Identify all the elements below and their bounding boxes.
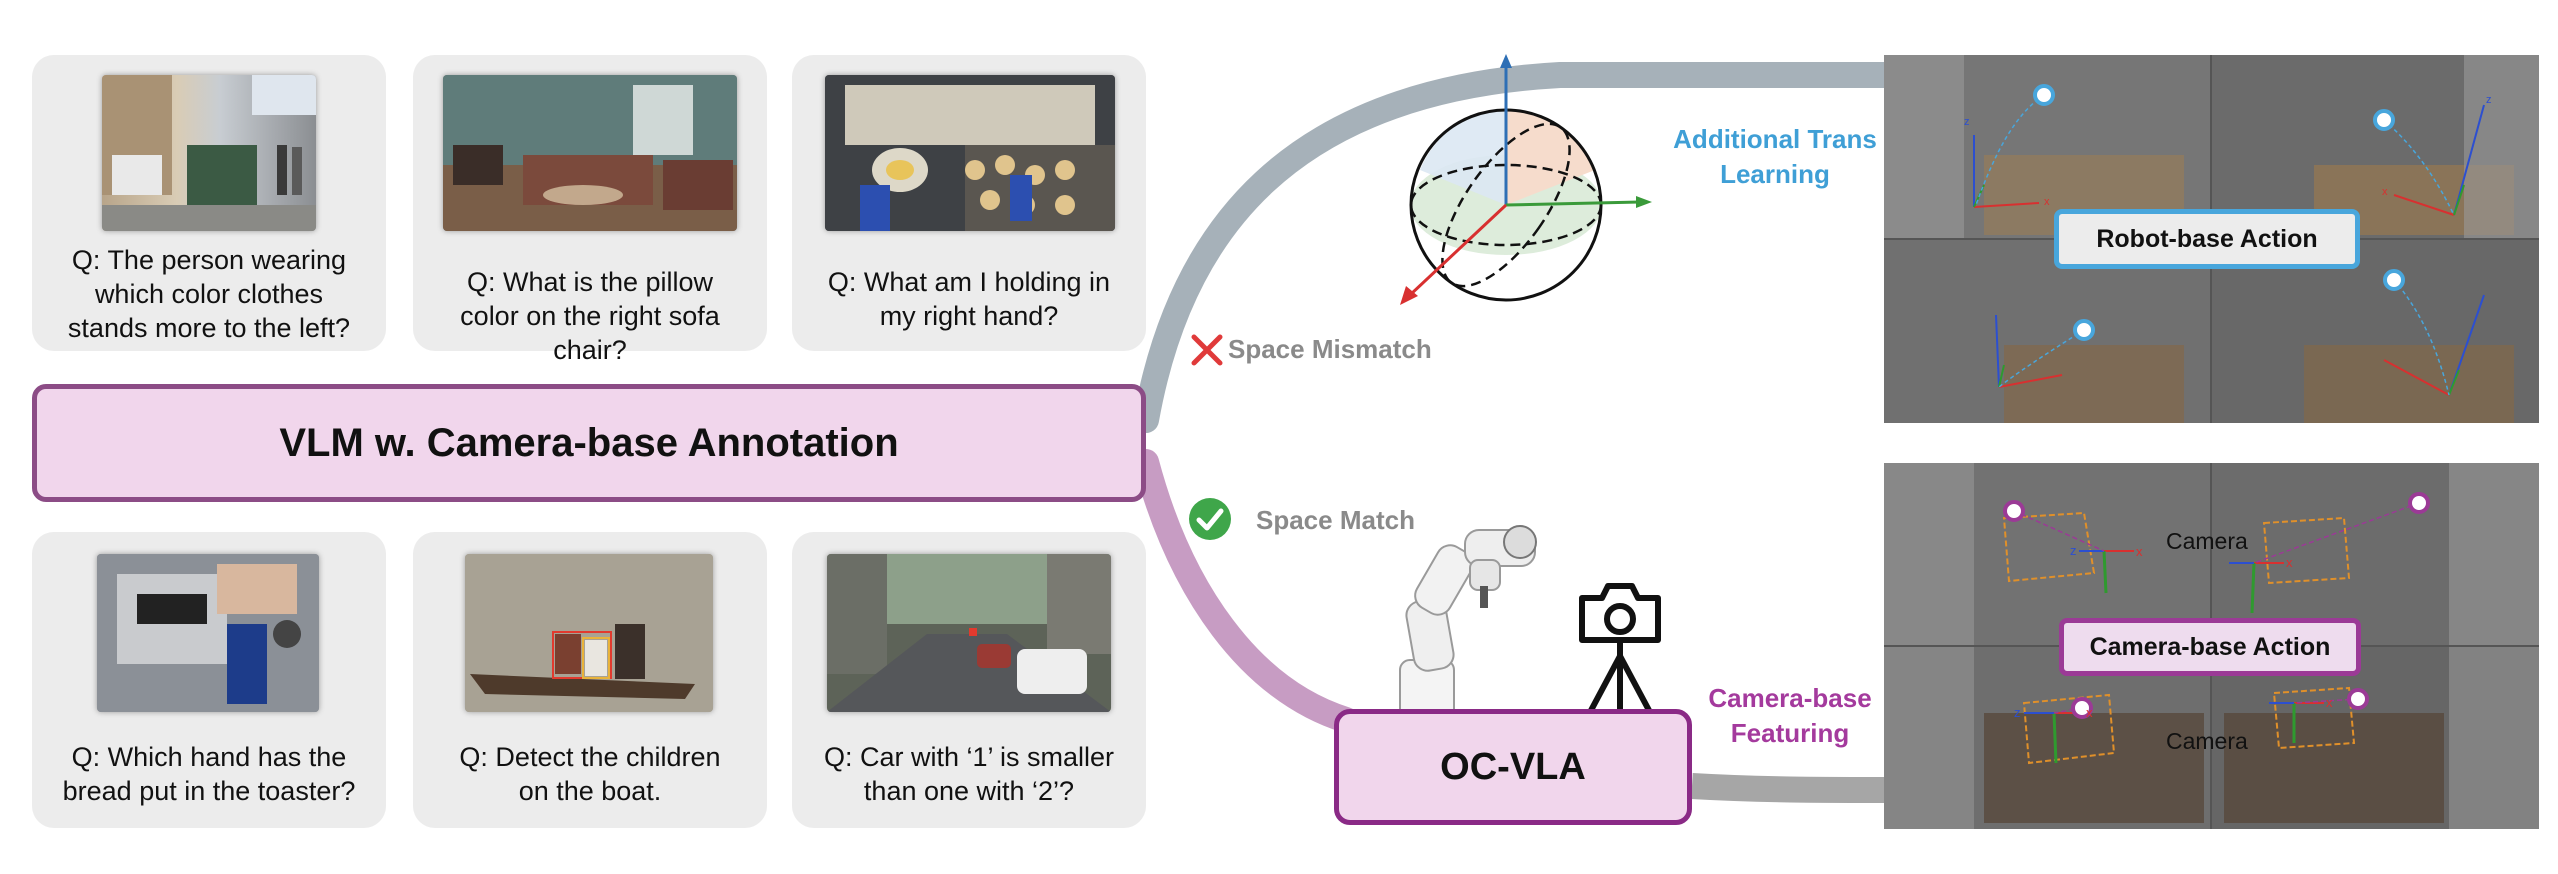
axis-x-label-4: x bbox=[2286, 555, 2293, 570]
camera-base-scene: x z x x z x bbox=[1884, 463, 2539, 829]
camera-base-featuring-label: Camera-base Featuring bbox=[1680, 681, 1900, 751]
street-image bbox=[102, 75, 316, 231]
axis-z-label-1: z bbox=[1964, 116, 1970, 128]
axis-set-3 bbox=[1995, 314, 2063, 388]
question-card-6: Q: Car with ‘1’ is smaller than one with… bbox=[792, 532, 1146, 828]
additional-trans-line2: Learning bbox=[1720, 159, 1830, 189]
question-text-2: Q: What is the pillow color on the right… bbox=[460, 267, 720, 365]
space-match-label: Space Match bbox=[1256, 505, 1415, 535]
match-check-icon bbox=[1188, 497, 1232, 546]
mismatch-x-icon bbox=[1190, 333, 1224, 372]
axis-z-label-2: z bbox=[2486, 94, 2492, 106]
robot-base-action-label: Robot-base Action bbox=[2054, 209, 2360, 269]
living-room-image bbox=[443, 75, 737, 231]
question-card-2: Q: What is the pillow color on the right… bbox=[413, 55, 767, 365]
camera-featuring-line2: Featuring bbox=[1730, 718, 1850, 748]
question-card-4: Q: Which hand has the bread put in the t… bbox=[32, 532, 386, 828]
camera-featuring-line1: Camera-base bbox=[1708, 683, 1872, 713]
axis-z-label-3: z bbox=[2070, 543, 2077, 558]
toaster-scene-icon bbox=[97, 554, 319, 712]
axis-x-label-1: x bbox=[2044, 196, 2050, 208]
axis-x-label-3: x bbox=[2136, 544, 2143, 559]
robot-arm-icon bbox=[1399, 525, 1537, 720]
mismatch-curve bbox=[1133, 62, 1903, 433]
question-text-6: Q: Car with ‘1’ is smaller than one with… bbox=[823, 742, 1115, 806]
axis-x-label-6: x bbox=[2326, 695, 2333, 710]
space-mismatch-label: Space Mismatch bbox=[1228, 334, 1432, 364]
question-card-3: Q: What am I holding in my right hand? bbox=[792, 55, 1146, 351]
toaster-image bbox=[97, 554, 319, 712]
match-curve bbox=[1133, 449, 1359, 733]
question-card-1: Q: The person wearing which color clothe… bbox=[32, 55, 386, 351]
axis-set-2 bbox=[2393, 104, 2485, 216]
street-cars-image bbox=[827, 554, 1111, 712]
camera-base-panel: x z x x z x bbox=[1884, 463, 2539, 829]
robot-base-panel: z x z x bbox=[1884, 55, 2539, 423]
camera-label-bottom: Camera bbox=[2166, 728, 2248, 754]
question-card-5: Q: Detect the children on the boat. bbox=[413, 532, 767, 828]
question-text-3: Q: What am I holding in my right hand? bbox=[827, 267, 1111, 331]
axis-x-label-2: x bbox=[2382, 186, 2388, 198]
coordinate-sphere-icon bbox=[1400, 54, 1652, 305]
street-scene-icon bbox=[102, 75, 316, 231]
boat-image bbox=[465, 554, 713, 712]
question-text-5: Q: Detect the children on the boat. bbox=[459, 742, 721, 806]
additional-trans-learning-label: Additional Trans Learning bbox=[1655, 122, 1895, 192]
camera-base-action-label: Camera-base Action bbox=[2059, 618, 2361, 676]
camera-tripod-icon bbox=[1579, 583, 1661, 718]
robot-base-scene: z x z x bbox=[1884, 55, 2539, 423]
living-room-scene-icon bbox=[443, 75, 737, 231]
question-text-1: Q: The person wearing which color clothe… bbox=[67, 245, 351, 343]
axis-x-label-5: x bbox=[2086, 705, 2093, 720]
kitchen-tray-image bbox=[825, 75, 1115, 231]
question-text-4: Q: Which hand has the bread put in the t… bbox=[62, 742, 356, 806]
additional-trans-line1: Additional Trans bbox=[1673, 124, 1877, 154]
ocvla-to-panel-line bbox=[1691, 773, 1891, 803]
boat-scene-icon bbox=[465, 554, 713, 712]
vlm-camera-annotation-box: VLM w. Camera-base Annotation bbox=[32, 384, 1146, 502]
street-cars-scene-icon bbox=[827, 554, 1111, 712]
camera-label-top: Camera bbox=[2166, 528, 2248, 554]
axis-z-label-5: z bbox=[2014, 705, 2021, 720]
oc-vla-box: OC-VLA bbox=[1334, 709, 1692, 825]
kitchen-tray-scene-icon bbox=[825, 75, 1115, 231]
axis-set-4 bbox=[2383, 294, 2485, 396]
